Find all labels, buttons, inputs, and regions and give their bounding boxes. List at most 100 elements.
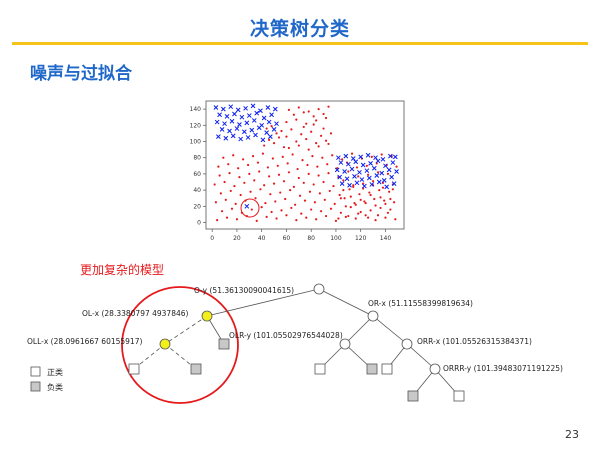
legend-negative-swatch (30, 381, 41, 392)
scatter-point-positive (295, 218, 298, 222)
label-orr: ORR-x (101.05526315384371) (417, 337, 532, 346)
scatter-point-negative (339, 181, 345, 186)
scatter-point-positive (383, 199, 386, 202)
scatter-point-positive (255, 219, 258, 222)
scatter-point-positive (253, 179, 256, 182)
scatter-point-positive (364, 201, 367, 205)
scatter-point-positive (269, 193, 272, 196)
scatter-point-positive (285, 120, 288, 124)
scatter-point-positive (370, 155, 373, 158)
scatter-point-positive (307, 172, 310, 176)
x-tick-label: 140 (380, 235, 392, 242)
scatter-point-positive (315, 142, 318, 145)
scatter-point-positive (319, 210, 323, 213)
scatter-point-negative (227, 128, 232, 134)
scatter-point-negative (345, 161, 351, 167)
decision-tree: 更加复杂的模型 O-y (51.36130090041615) OL-x (28… (27, 262, 563, 404)
scatter-point-positive (350, 152, 354, 155)
scatter-point-negative (251, 118, 257, 123)
scatter-point-positive (381, 186, 385, 189)
scatter-point-negative (238, 136, 244, 142)
scatter-point-negative (244, 120, 250, 126)
scatter-point-positive (268, 138, 271, 141)
scatter-point-positive (327, 142, 330, 146)
scatter-point-positive (343, 197, 346, 200)
scatter-point-positive (337, 217, 340, 220)
legend-negative-label: 负类 (47, 382, 63, 392)
scatter-point-positive (322, 127, 325, 130)
scatter-point-negative (386, 167, 392, 173)
scatter-point-negative (364, 168, 370, 174)
scatter-point-positive (306, 163, 309, 167)
scatter-point-positive (324, 214, 328, 218)
scatter-point-positive (266, 166, 269, 169)
leaf-mid-left (314, 363, 326, 375)
x-tick-label: 40 (258, 235, 266, 242)
scatter-point-negative (265, 105, 271, 110)
scatter-point-positive (274, 200, 277, 203)
scatter-point-positive (352, 184, 355, 187)
scatter-point-positive (234, 202, 237, 205)
scatter-point-negative (360, 162, 366, 168)
scatter-point-positive (300, 133, 303, 136)
scatter-point-positive (317, 145, 320, 148)
title-rule (12, 42, 588, 45)
scatter-point-positive (249, 190, 252, 193)
scatter-point-positive (237, 167, 240, 170)
scatter-point-positive (287, 108, 291, 112)
scatter-point-positive (389, 208, 392, 211)
scatter-point-positive (317, 174, 320, 177)
scatter-point-positive (276, 164, 279, 167)
scatter-point-negative (250, 103, 256, 109)
scatter-point-positive (321, 156, 324, 159)
scatter-point-positive (324, 116, 328, 120)
scatter-point-positive (290, 128, 293, 131)
scatter-point-positive (268, 175, 271, 178)
scatter-point-positive (324, 139, 328, 142)
scatter-point-positive (344, 215, 347, 218)
scatter-point-positive (339, 211, 342, 214)
scatter-point-positive (242, 158, 245, 161)
label-olr: OLR-y (101.05502976544028) (229, 331, 343, 340)
label-ol: OL-x (28.3380797 4937846) (82, 309, 189, 318)
scatter-point-positive (329, 132, 333, 135)
scatter-point-negative (342, 169, 347, 174)
scatter-point-positive (263, 144, 266, 147)
scatter-point-positive (220, 210, 224, 213)
scatter-point-positive (280, 209, 283, 212)
scatter-point-positive (305, 137, 308, 141)
scatter-point-positive (213, 183, 216, 186)
scatter-point-positive (344, 205, 347, 208)
scatter-point-positive (363, 200, 366, 203)
leaf-orr-left (381, 363, 393, 375)
scatter-point-negative (343, 153, 349, 159)
y-tick-label: 100 (190, 139, 202, 146)
y-tick-label: 60 (193, 171, 201, 178)
scatter-point-positive (218, 174, 221, 177)
scatter-point-positive (292, 113, 295, 116)
scatter-point-positive (374, 218, 377, 222)
scatter-point-positive (282, 146, 286, 149)
scatter-point-positive (233, 184, 236, 188)
scatter-point-positive (367, 173, 370, 176)
scatter-point-negative (267, 134, 273, 139)
scatter-point-positive (285, 214, 288, 217)
scatter-point-positive (357, 175, 360, 178)
plot-frame (205, 100, 405, 230)
scatter-point-positive (332, 184, 335, 188)
scatter-point-positive (301, 159, 304, 162)
scatter-point-negative (214, 119, 220, 125)
scatter-point-positive (285, 135, 288, 138)
scatter-point-positive (354, 203, 357, 206)
scatter-points (213, 103, 399, 222)
leaf-orrr-right (453, 390, 465, 402)
scatter-point-positive (341, 158, 344, 161)
node-orr (401, 338, 413, 350)
scatter-point-negative (246, 113, 252, 118)
scatter-point-positive (264, 201, 267, 205)
y-tick-label: 80 (193, 155, 201, 162)
annotation-label: 更加复杂的模型 (80, 262, 164, 277)
scatter-point-positive (291, 153, 294, 156)
page-number: 23 (565, 428, 579, 441)
